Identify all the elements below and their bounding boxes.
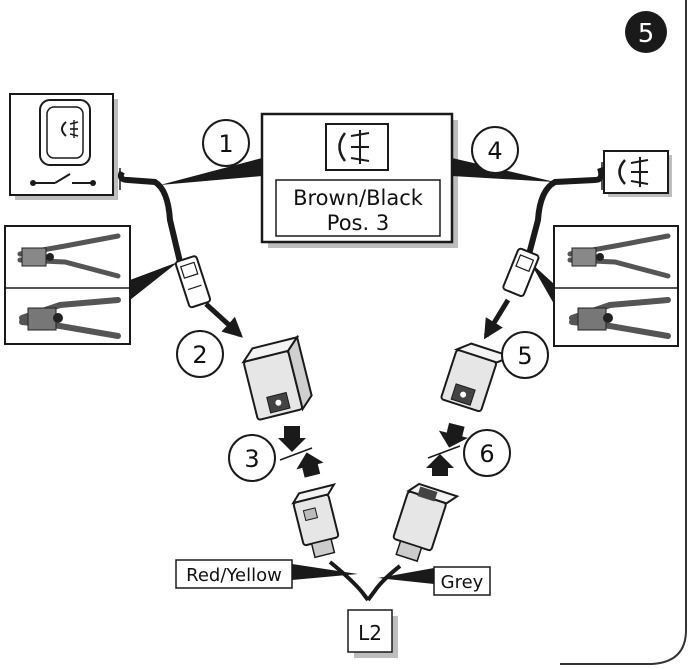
l2-label-box: L2 xyxy=(347,609,398,658)
callout-6: 6 xyxy=(463,429,511,477)
lower-left-wire xyxy=(328,560,370,602)
svg-text:4: 4 xyxy=(487,137,502,165)
grey-pointer xyxy=(378,568,434,584)
arrow-icon xyxy=(204,302,243,338)
position-label: Pos. 3 xyxy=(327,211,389,235)
right-tools-panel xyxy=(553,225,679,347)
svg-text:1: 1 xyxy=(218,130,233,158)
step-number: 5 xyxy=(638,19,655,49)
right-connector-housing xyxy=(440,342,515,413)
wire-stripper-icon xyxy=(567,233,671,279)
left-tool-pointer xyxy=(130,262,178,300)
left-wedge xyxy=(160,158,262,185)
wire-stripper-icon xyxy=(17,233,121,279)
join-mark-right xyxy=(426,422,469,476)
svg-text:2: 2 xyxy=(192,341,207,369)
svg-text:3: 3 xyxy=(244,445,259,473)
step-badge: 5 xyxy=(625,11,667,53)
left-crimp-terminal xyxy=(174,255,212,309)
callout-1: 1 xyxy=(202,119,250,167)
fog-light-switch-icon xyxy=(30,99,96,186)
crimping-tool-icon xyxy=(19,297,121,339)
fog-light-icon xyxy=(618,157,649,187)
left-connector-housing xyxy=(241,334,313,421)
red-yellow-label-box: Red/Yellow xyxy=(175,559,293,589)
center-box: Brown/Black Pos. 3 xyxy=(260,112,458,248)
left-tools-panel xyxy=(4,225,131,345)
red-yellow-label: Red/Yellow xyxy=(186,565,282,586)
grey-label-box: Grey xyxy=(433,566,491,596)
callout-5: 5 xyxy=(501,331,549,379)
right-wire xyxy=(525,167,605,259)
callout-2: 2 xyxy=(176,330,224,378)
left-wire xyxy=(117,170,183,263)
callout-4: 4 xyxy=(471,126,519,174)
red-yellow-pointer xyxy=(292,564,358,580)
right-tool-pointer xyxy=(530,262,554,304)
left-plug xyxy=(291,483,340,559)
arrow-icon xyxy=(483,298,511,340)
crimping-tool-icon xyxy=(569,297,671,339)
lower-right-wire xyxy=(366,564,402,602)
right-plug xyxy=(392,482,460,563)
switch-panel xyxy=(9,93,118,200)
l2-label: L2 xyxy=(358,621,382,645)
grey-label: Grey xyxy=(441,572,484,593)
fog-light-icon xyxy=(338,130,370,164)
svg-text:6: 6 xyxy=(479,440,494,468)
right-lamp-panel xyxy=(603,150,672,197)
join-mark-left xyxy=(278,426,324,478)
wire-color-label: Brown/Black xyxy=(293,186,424,210)
page-frame xyxy=(560,0,687,665)
svg-text:5: 5 xyxy=(517,342,532,370)
right-crimp-terminal xyxy=(502,247,540,297)
callout-3: 3 xyxy=(228,434,276,482)
